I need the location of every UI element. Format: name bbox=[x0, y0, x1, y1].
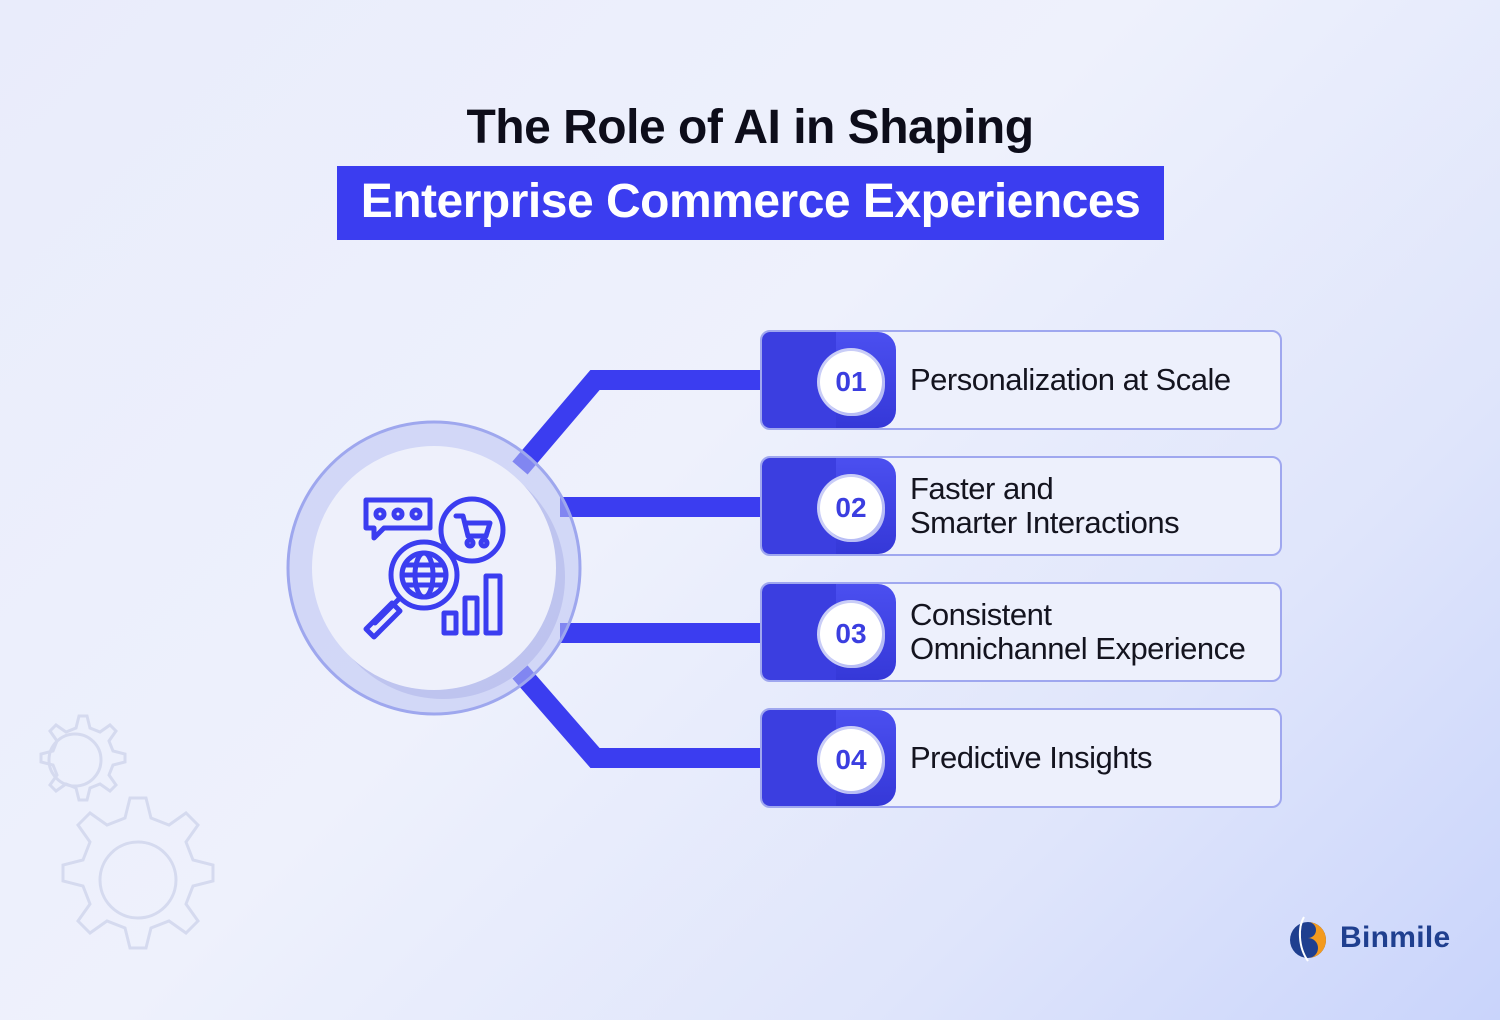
connector-01 bbox=[512, 370, 762, 475]
brand-name: Binmile bbox=[1340, 921, 1451, 954]
item-label: Faster and Smarter Interactions bbox=[910, 471, 1180, 540]
binmile-logo-icon bbox=[1290, 916, 1326, 962]
item-number-badge: 03 bbox=[820, 603, 882, 665]
title-highlight-band bbox=[337, 166, 1164, 240]
gear-icon bbox=[61, 796, 215, 950]
item-label: Predictive Insights bbox=[910, 740, 1153, 775]
page-title-line2: Enterprise Commerce Experiences bbox=[360, 175, 1141, 228]
connector-lines bbox=[512, 370, 762, 768]
item-number-badge: 02 bbox=[820, 477, 882, 539]
gear-icon bbox=[39, 714, 127, 802]
page-title-line1: The Role of AI in Shaping bbox=[466, 101, 1034, 154]
list-item: 03 Consistent Omnichannel Experience bbox=[760, 582, 1282, 682]
item-label: Consistent Omnichannel Experience bbox=[910, 597, 1246, 666]
list-item: 01 Personalization at Scale bbox=[760, 330, 1282, 430]
list-item: 04 Predictive Insights bbox=[760, 708, 1282, 808]
ai-commerce-icon bbox=[363, 496, 506, 640]
brand-logo: Binmile bbox=[1286, 910, 1450, 966]
item-label: Personalization at Scale bbox=[910, 362, 1231, 397]
connector-04 bbox=[512, 665, 762, 768]
item-number-badge: 01 bbox=[820, 351, 882, 413]
item-number-badge: 04 bbox=[820, 729, 882, 791]
list-item: 02 Faster and Smarter Interactions bbox=[760, 456, 1282, 556]
